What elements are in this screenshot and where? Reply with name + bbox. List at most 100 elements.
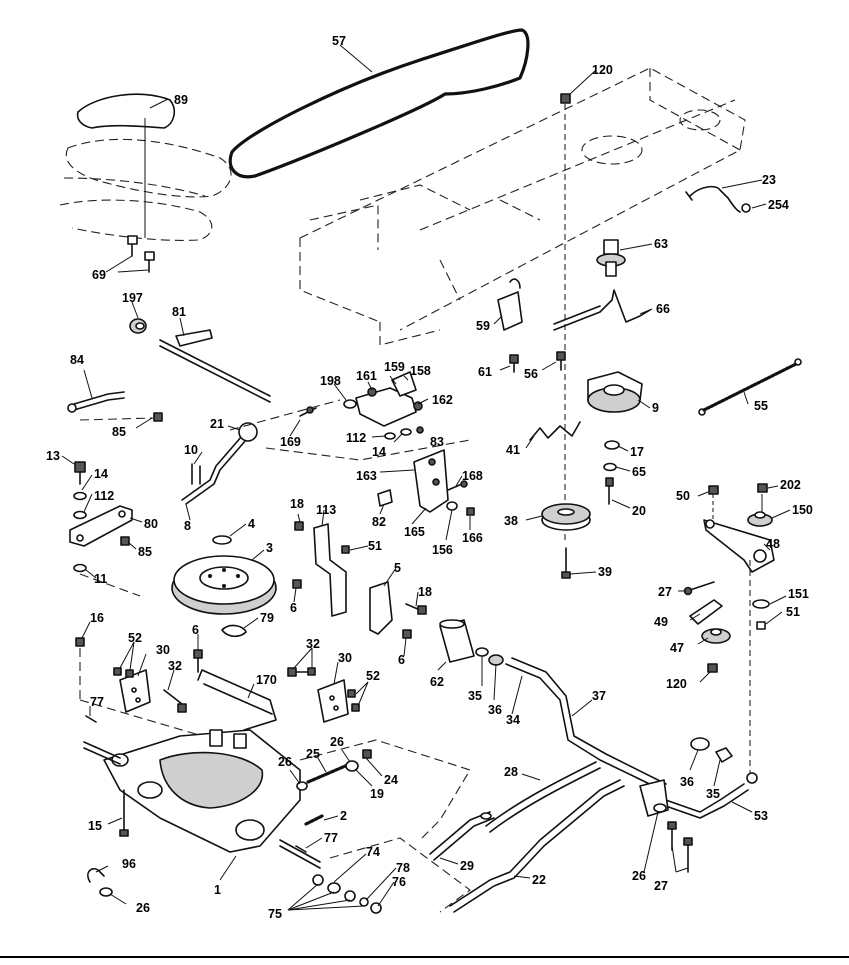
bushing-197 [129,318,147,334]
callout-14: 14 [372,445,386,459]
callout-112: 112 [94,489,114,503]
key-4 [212,535,232,545]
nut-85-bottom [120,536,130,546]
frame [299,67,746,346]
callout-83: 83 [430,435,444,449]
callout-89: 89 [174,93,188,107]
nut-166 [466,507,475,516]
callout-18: 18 [290,497,304,511]
bolt-13 [74,461,86,485]
callout-14: 14 [94,467,108,481]
washer-65 [603,462,617,472]
callout-66: 66 [656,302,670,316]
cam-assembly [343,371,423,427]
callout-62: 62 [430,675,444,689]
callout-32: 32 [306,637,320,651]
bracket-165 [413,449,449,513]
callout-85: 85 [138,545,152,559]
callout-6: 6 [192,623,199,637]
callout-65: 65 [632,465,646,479]
bolt-6-right [402,629,412,639]
callout-169: 169 [280,435,301,449]
callout-151: 151 [788,587,809,601]
link-41 [529,421,581,441]
washer-26-spring [296,781,308,791]
pulley-47 [701,628,731,644]
callout-28: 28 [504,765,518,779]
callout-120: 120 [592,63,613,77]
washer-112-left [73,510,87,520]
callout-254: 254 [768,198,789,212]
callout-53: 53 [754,809,768,823]
bracket-5 [369,581,393,635]
bolt-6-transaxle [193,649,203,673]
callout-57: 57 [332,34,346,48]
nut-85-top [153,412,163,422]
callout-39: 39 [598,565,612,579]
callout-41: 41 [506,443,520,457]
callout-20: 20 [632,504,646,518]
callout-35: 35 [706,787,720,801]
callout-10: 10 [184,443,198,457]
callout-51: 51 [368,539,382,553]
bracket-23 [685,185,751,213]
callout-158: 158 [410,364,431,378]
callout-1: 1 [214,883,221,897]
callout-56: 56 [524,367,538,381]
callout-25: 25 [306,747,320,761]
callout-26: 26 [278,755,292,769]
bolt-83 [416,426,424,434]
bolt-15 [119,789,129,837]
callout-50: 50 [676,489,690,503]
callout-197: 197 [122,291,143,305]
clip-59 [497,278,523,331]
pulley-3 [171,555,277,615]
callout-48: 48 [766,537,780,551]
washer-26-left [99,887,113,897]
callout-85: 85 [112,425,126,439]
callout-8: 8 [184,519,191,533]
rod-22 [449,779,625,913]
callout-161: 161 [356,369,377,383]
callout-3: 3 [266,541,273,555]
bolt-27-bottom [667,821,693,873]
callout-24: 24 [384,773,398,787]
callout-120: 120 [666,677,687,691]
bracket-26-right [639,779,669,817]
bottom-rule [0,956,849,958]
washer-17 [604,440,620,450]
callout-77: 77 [324,831,338,845]
callout-150: 150 [792,503,813,517]
fan-79 [221,624,247,638]
spring-25 [306,762,352,784]
callout-6: 6 [290,601,297,615]
washer-156 [446,501,458,511]
bracket-30-right [317,679,349,723]
spacer-19 [345,760,359,772]
bracket-80 [69,505,133,547]
callout-9: 9 [652,401,659,415]
rod-84 [67,391,125,413]
callout-81: 81 [172,305,186,319]
bolt-52-right [347,689,360,712]
callout-202: 202 [780,478,801,492]
washer-36 [488,654,504,666]
bolt-52-left [113,667,134,678]
bracket-113 [313,523,347,617]
pulley-38 [541,503,591,531]
callout-6: 6 [398,653,405,667]
bolt-20 [605,477,614,505]
callout-5: 5 [394,561,401,575]
callout-55: 55 [754,399,768,413]
callout-78: 78 [396,861,410,875]
clip-82 [377,489,393,507]
bolt-32-right [287,667,316,677]
callout-22: 22 [532,873,546,887]
callout-170: 170 [256,673,277,687]
nut-35-right [715,747,733,763]
bolt-18-lower [405,603,427,615]
spring-2 [304,814,324,826]
washer-112-cam [384,432,396,440]
callout-82: 82 [372,515,386,529]
